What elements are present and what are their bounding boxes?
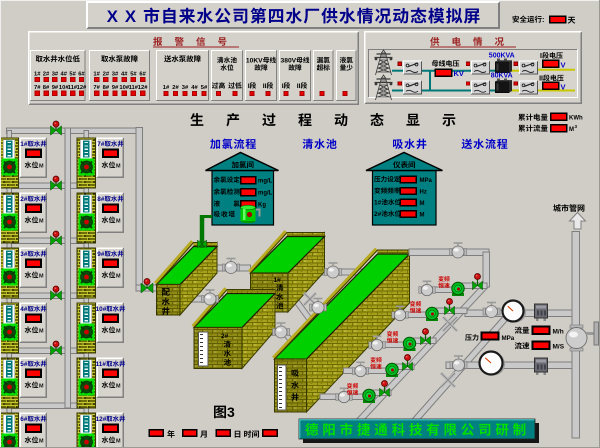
svg-text:V: V [561,61,566,70]
svg-text:4#: 4# [61,71,68,77]
svg-text:7#: 7# [34,85,41,91]
svg-text:3#: 3# [20,251,28,258]
svg-text:11#: 11# [96,361,107,368]
svg-text:10KV: 10KV [246,58,263,65]
svg-text:4#: 4# [20,306,28,313]
svg-text:I: I [248,83,250,90]
svg-text:Hz: Hz [420,190,427,196]
svg-text:M: M [116,164,121,170]
svg-text:2#: 2# [374,211,382,218]
svg-text:M: M [569,127,574,133]
svg-text:M: M [116,329,121,335]
svg-text:5#: 5# [69,71,76,77]
svg-text:12#: 12# [96,416,107,423]
svg-text:7#: 7# [93,85,100,91]
svg-text:6#: 6# [139,71,146,77]
svg-text:5#: 5# [20,361,28,368]
svg-text:2#: 2# [221,333,229,340]
svg-text:1#: 1# [93,71,100,77]
svg-text:3#: 3# [182,85,189,91]
svg-text:12#: 12# [77,85,87,91]
svg-text:8#: 8# [43,85,50,91]
svg-text:M: M [420,213,425,219]
svg-text:12#: 12# [138,85,148,91]
svg-text:M: M [116,274,121,280]
svg-text:80KVA: 80KVA [491,73,513,80]
svg-text:M: M [39,164,44,170]
svg-text:9#: 9# [52,85,59,91]
svg-text:M: M [116,439,121,445]
svg-text:V: V [561,83,566,92]
svg-text:380V: 380V [281,58,297,65]
svg-text:500KVA: 500KVA [489,53,515,60]
svg-text:X: X [125,7,137,26]
svg-text:3: 3 [575,124,578,129]
svg-text:3: 3 [227,404,235,420]
svg-text:KWh: KWh [569,116,583,122]
svg-text:MPa: MPa [420,178,433,184]
svg-text:M/h: M/h [553,329,564,336]
svg-text:1#: 1# [274,277,282,284]
svg-text:II: II [539,76,543,83]
svg-text:11#: 11# [68,85,78,91]
svg-text:1#: 1# [34,71,41,77]
svg-text:II: II [297,83,301,90]
svg-text:9#: 9# [112,85,119,91]
svg-text:10#: 10# [96,306,107,313]
svg-text:M: M [39,219,44,225]
svg-text:4#: 4# [191,85,198,91]
svg-text:7#: 7# [97,141,105,148]
svg-text:M: M [39,439,44,445]
svg-text:6#: 6# [20,416,28,423]
svg-text:1#: 1# [20,141,28,148]
svg-text:II: II [263,83,267,90]
svg-text:1#: 1# [374,200,382,207]
svg-text:3#: 3# [52,71,59,77]
svg-text:3#: 3# [112,71,119,77]
svg-text:M: M [116,219,121,225]
svg-text:8#: 8# [97,196,105,203]
svg-text:KV: KV [454,69,464,78]
svg-text:4#: 4# [121,71,128,77]
svg-text:M: M [39,329,44,335]
svg-text:2#: 2# [20,196,28,203]
svg-text:I: I [540,53,542,60]
svg-text:M/S: M/S [553,344,565,351]
svg-text:11#: 11# [129,85,139,91]
svg-text:2#: 2# [43,71,50,77]
svg-text:8#: 8# [103,85,110,91]
svg-text:M: M [39,274,44,280]
svg-text:5#: 5# [130,71,137,77]
svg-text:10#: 10# [119,85,129,91]
svg-text:mg/L: mg/L [258,179,273,185]
svg-text:I: I [282,83,284,90]
svg-text:MPa: MPa [502,335,515,342]
svg-text:10#: 10# [59,85,69,91]
svg-text:Kg: Kg [258,203,266,209]
svg-text:1#: 1# [163,85,170,91]
svg-text::: : [542,15,545,24]
svg-text:M: M [39,384,44,390]
svg-text:X: X [107,7,119,26]
svg-text:2#: 2# [172,85,179,91]
svg-text:9#: 9# [97,251,105,258]
svg-text:M: M [420,201,425,207]
svg-text:M: M [116,384,121,390]
svg-text:mg/L: mg/L [258,191,273,197]
svg-text:5#: 5# [201,85,208,91]
svg-text:6#: 6# [78,71,85,77]
svg-text:2#: 2# [103,71,110,77]
